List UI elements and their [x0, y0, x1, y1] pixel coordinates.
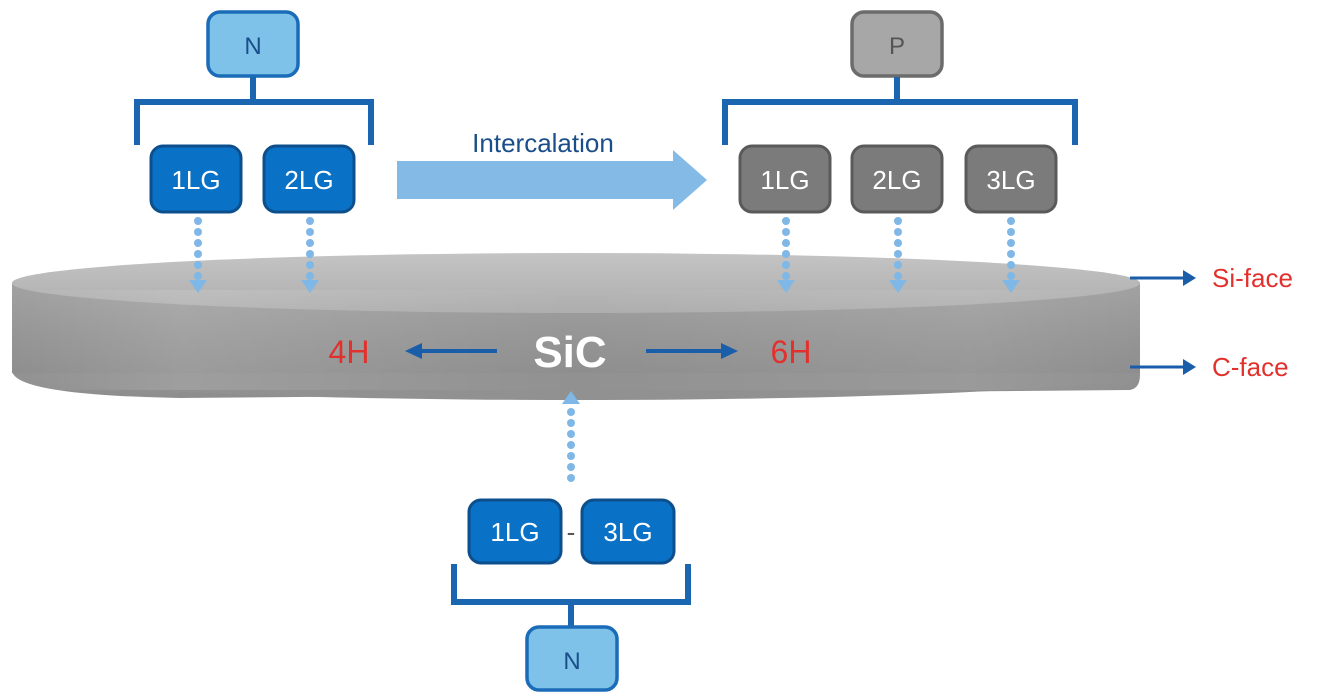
face-indicators: Si-face C-face: [1130, 263, 1293, 382]
dotted-down-arrow-icon: [777, 217, 795, 293]
n-type-box-top: [206, 10, 300, 78]
dotted-up-arrow-icon: [562, 391, 580, 482]
layer-label-bottom-end: 3LG: [603, 517, 652, 547]
layer-box-top-left-2: [262, 144, 356, 214]
si-face-arrow-icon: [1130, 270, 1196, 286]
layer-box-top-right-2: [850, 144, 944, 214]
bracket-top-right: [722, 77, 1078, 145]
n-type-box-bottom: [525, 625, 619, 692]
top-left-n-group: N 1LG 2LG: [134, 10, 374, 293]
bracket-bottom: [451, 564, 691, 628]
dotted-down-arrow-icon: [1002, 217, 1020, 293]
layer-label-top-right-2: 2LG: [872, 165, 921, 195]
right-arrow-icon: [646, 343, 738, 359]
bracket-top-left: [134, 77, 374, 145]
layer-label-top-right-3: 3LG: [986, 165, 1035, 195]
substrate-sheen: [12, 290, 1140, 390]
layer-label-top-left-2: 2LG: [284, 165, 333, 195]
dotted-down-arrow-icon: [889, 217, 907, 293]
c-face-label: C-face: [1212, 352, 1289, 382]
wide-right-arrow-icon: [397, 150, 707, 210]
range-separator: -: [567, 517, 576, 547]
layer-label-bottom-start: 1LG: [490, 517, 539, 547]
c-face-arrow-icon: [1130, 359, 1196, 375]
layer-box-bottom-end: [580, 498, 676, 565]
layer-box-bottom-start: [467, 498, 563, 565]
layer-box-top-right-3: [964, 144, 1058, 214]
dotted-down-arrow-icon: [189, 217, 207, 293]
layer-box-top-right-1: [738, 144, 832, 214]
bottom-n-group: 1LG - 3LG N: [451, 391, 691, 692]
intercalation-arrow: Intercalation: [397, 128, 707, 210]
p-type-box: [850, 10, 944, 78]
top-right-p-group: P 1LG 2LG 3LG: [722, 10, 1078, 293]
layer-label-top-right-1: 1LG: [760, 165, 809, 195]
si-face-label: Si-face: [1212, 263, 1293, 293]
polytype-right-label: 6H: [771, 334, 812, 370]
substrate-material-label: SiC: [533, 328, 606, 377]
dotted-down-arrow-icon: [301, 217, 319, 293]
n-type-label-top: N: [244, 33, 261, 60]
sic-substrate: [12, 253, 1140, 400]
n-type-label-bottom: N: [563, 648, 580, 675]
left-arrow-icon: [405, 343, 497, 359]
p-type-label: P: [889, 33, 905, 60]
substrate-labels: 4H SiC 6H: [329, 328, 812, 377]
layer-label-top-left-1: 1LG: [171, 165, 220, 195]
polytype-left-label: 4H: [329, 334, 370, 370]
layer-box-top-left-1: [149, 144, 243, 214]
intercalation-label: Intercalation: [472, 128, 614, 158]
